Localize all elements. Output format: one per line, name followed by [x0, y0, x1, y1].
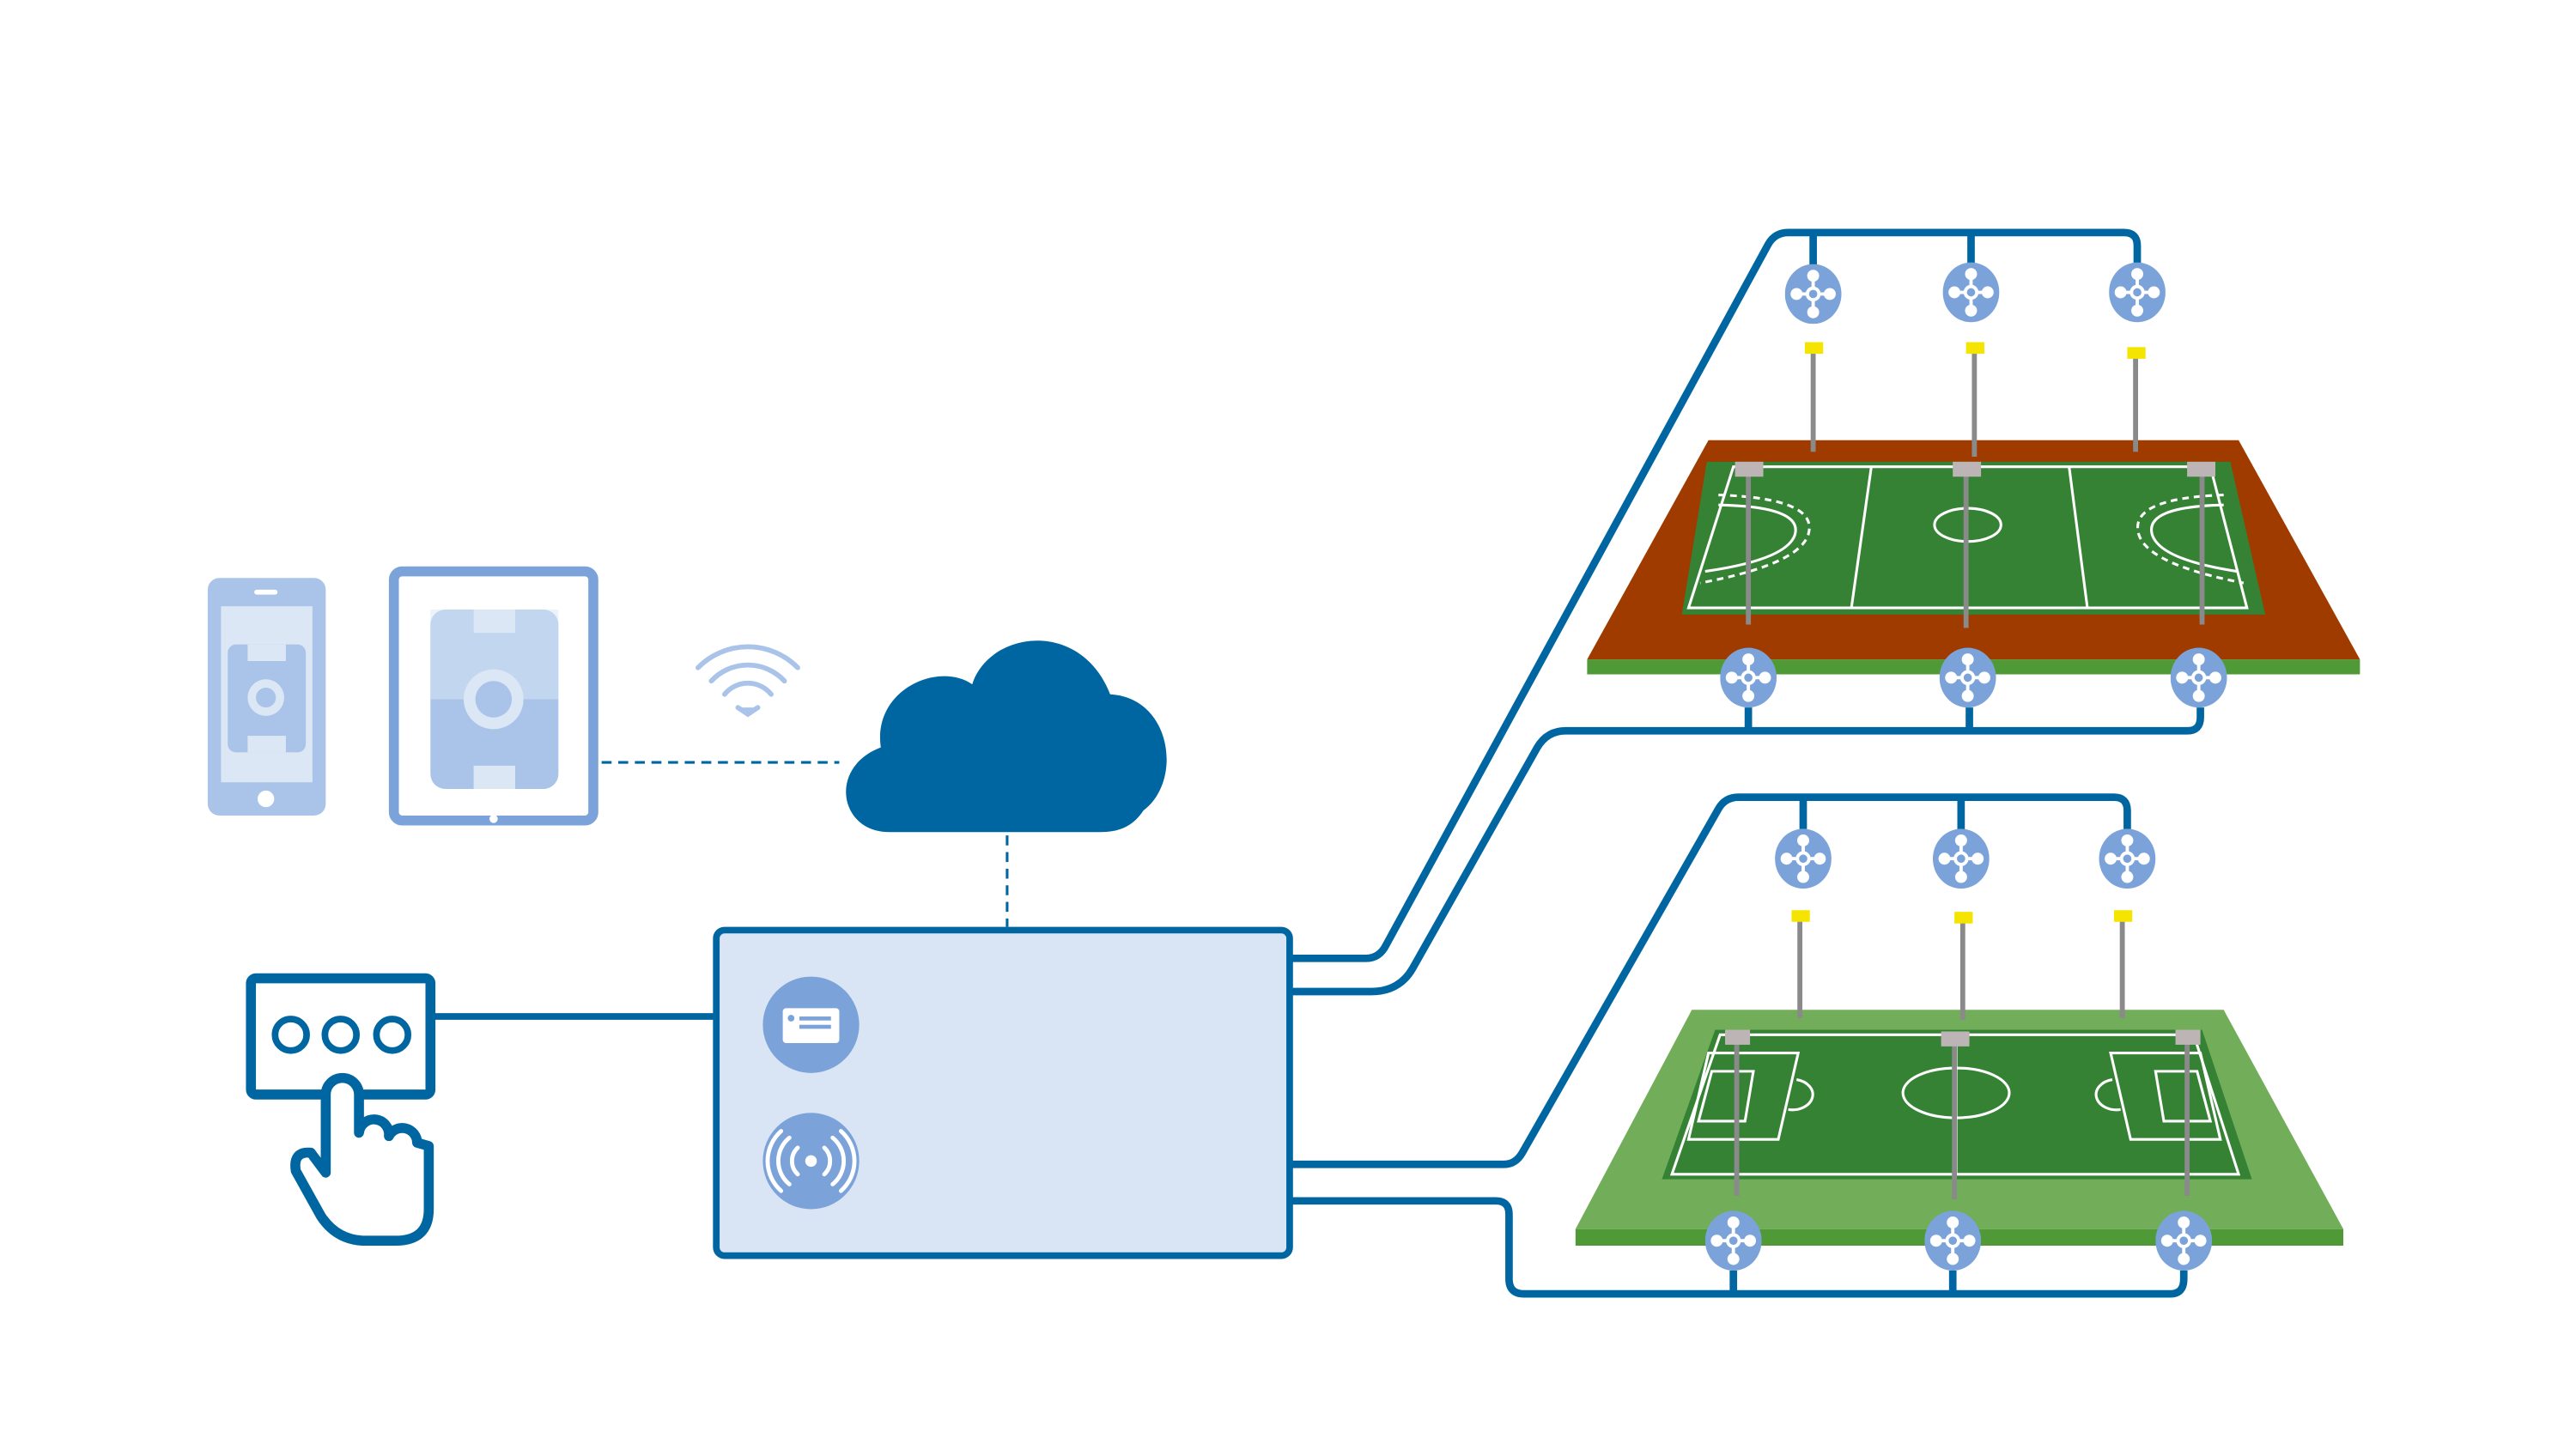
cloud-icon [846, 640, 1167, 833]
lighting-controller-box[interactable] [713, 926, 1293, 1259]
smartphone-icon [207, 578, 326, 816]
wifi-icon [696, 644, 800, 718]
cables [1289, 228, 2204, 1298]
tablet-icon [388, 566, 598, 826]
network-node-icon[interactable] [1924, 1210, 1982, 1271]
pointing-hand-icon [290, 1072, 434, 1247]
light-poles [1725, 342, 2215, 1199]
network-node-icon[interactable] [1784, 264, 1842, 325]
network-node-icon[interactable] [2109, 262, 2166, 323]
network-node-icon[interactable] [2099, 828, 2156, 889]
radio-signal-icon [762, 1113, 860, 1210]
network-node-icon[interactable] [1942, 262, 2000, 323]
network-node-icon[interactable] [2155, 1210, 2213, 1271]
network-node-icon[interactable] [1720, 647, 1777, 708]
cable-field2-top [1289, 793, 2131, 1168]
cable-field1-top [1289, 228, 2142, 962]
network-node-icon[interactable] [2170, 647, 2227, 708]
cable-field2-bottom [1289, 1197, 2188, 1298]
network-node-icon[interactable] [1932, 828, 1990, 889]
id-card-icon [762, 976, 860, 1073]
network-node-icon[interactable] [1704, 1210, 1762, 1271]
network-node-icon[interactable] [1775, 828, 1832, 889]
cable-field1-bottom [1289, 707, 2204, 996]
hockey-field [1587, 440, 2360, 675]
network-node-icon[interactable] [1939, 647, 1996, 708]
